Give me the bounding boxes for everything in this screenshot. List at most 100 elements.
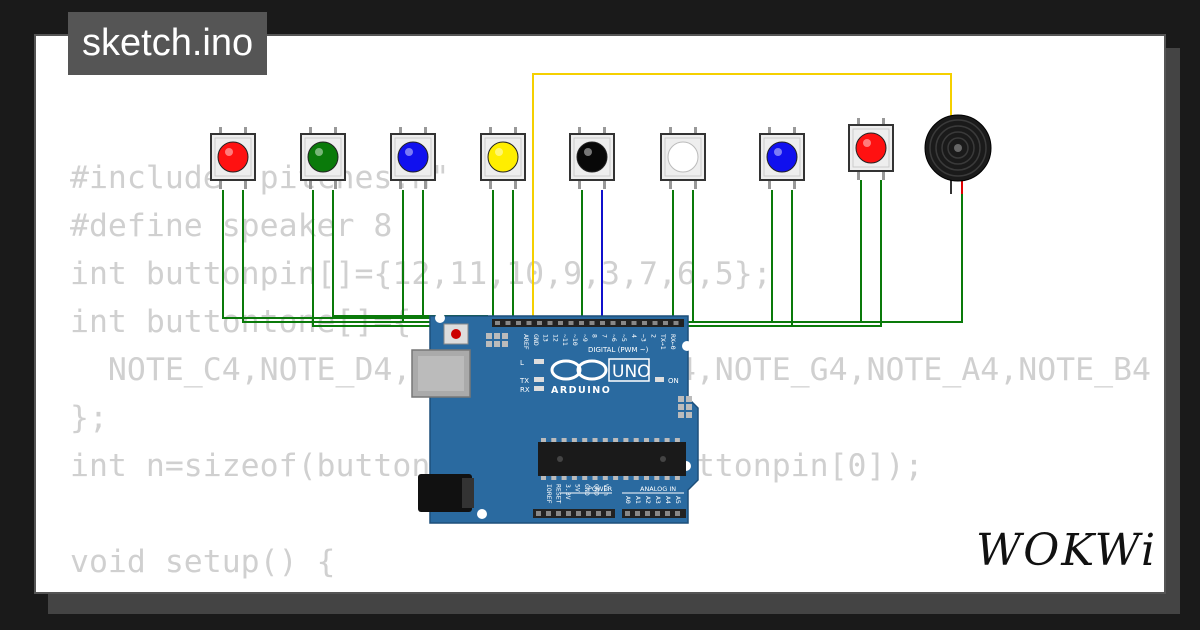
- button-leg: [514, 127, 517, 135]
- header-pin: [495, 321, 500, 325]
- analog-header: [622, 509, 686, 518]
- header-pin: [516, 321, 521, 325]
- pin-label: Vin: [602, 484, 610, 496]
- button-leg: [424, 179, 427, 189]
- pushbutton[interactable]: [660, 127, 706, 189]
- pin-label: 3.3V: [564, 484, 572, 500]
- mounting-hole: [435, 313, 445, 323]
- icsp-pin: [502, 341, 508, 347]
- button-leg: [334, 127, 337, 135]
- wire-green: [222, 190, 470, 319]
- chip-pin: [571, 476, 577, 480]
- wire-green: [581, 190, 668, 327]
- pin-label: ~5: [620, 334, 628, 342]
- button-cap: [487, 141, 519, 173]
- pin-label: 4: [630, 334, 638, 338]
- chip-pin: [644, 438, 649, 442]
- icsp-pin: [678, 396, 684, 402]
- chip-pin: [541, 438, 546, 442]
- pin-label: TX→1: [659, 334, 667, 350]
- header-pin: [558, 321, 563, 325]
- pin-label: A1: [634, 496, 642, 504]
- pin-label: 13: [542, 334, 550, 342]
- icsp-pin: [494, 333, 500, 339]
- icsp-pin: [686, 404, 692, 410]
- button-cap: [667, 141, 699, 173]
- button-highlight: [405, 148, 413, 156]
- button-leg: [399, 127, 402, 135]
- uno-frame: [608, 358, 650, 382]
- pin-label: ~11: [561, 334, 569, 346]
- header-pin: [505, 321, 511, 325]
- header-pin: [631, 321, 637, 325]
- mounting-hole: [477, 509, 487, 519]
- pushbutton[interactable]: [390, 127, 436, 189]
- pin-label: ~3: [640, 334, 648, 342]
- button-highlight: [495, 148, 503, 156]
- button-leg: [489, 179, 492, 189]
- chip-pin: [633, 476, 639, 480]
- chip-pin: [623, 476, 629, 480]
- button-frame: [304, 137, 342, 177]
- header-pin: [566, 511, 571, 516]
- icsp-pin: [502, 333, 508, 339]
- wire-green: [600, 190, 793, 327]
- pin-label: A5: [674, 496, 682, 504]
- chip-pin: [664, 476, 670, 480]
- pushbutton[interactable]: [759, 127, 805, 189]
- pushbutton[interactable]: [210, 127, 256, 189]
- chip-pin: [592, 476, 598, 480]
- code-line: int buttonpin[]={12,11,10,9,3,7,6,5};: [70, 256, 772, 292]
- button-leg: [514, 179, 517, 189]
- pin-label: 12: [551, 334, 559, 342]
- wire-green: [332, 190, 488, 317]
- button-leg: [309, 179, 312, 189]
- chip-pin: [592, 438, 598, 442]
- pin-label: GND: [532, 334, 540, 346]
- button-leg: [857, 118, 860, 126]
- chip-pin: [613, 476, 619, 480]
- arduino-brand: ARDUINO: [551, 385, 611, 396]
- button-leg: [857, 170, 860, 180]
- header-pin: [610, 321, 616, 325]
- piezo-buzzer[interactable]: [924, 114, 992, 194]
- header-pin: [642, 321, 647, 325]
- pushbutton[interactable]: [569, 127, 615, 189]
- wire-green: [690, 190, 773, 323]
- button-cap: [576, 141, 608, 173]
- pin-label: RESET: [555, 484, 563, 504]
- button-cap: [766, 141, 798, 173]
- chip-pin: [654, 476, 660, 480]
- header-pin: [675, 511, 680, 516]
- chip-pin: [613, 438, 619, 442]
- button-leg: [882, 170, 885, 180]
- wire-green: [312, 190, 508, 327]
- pushbutton[interactable]: [300, 127, 346, 189]
- button-leg: [669, 127, 672, 135]
- arduino-logo-right: [576, 359, 608, 381]
- button-leg: [793, 179, 796, 189]
- button-leg: [793, 127, 796, 135]
- button-highlight: [863, 139, 871, 147]
- analog-label: ANALOG IN: [640, 485, 676, 493]
- wire-green: [640, 190, 674, 319]
- button-leg: [603, 127, 606, 135]
- code-line: };: [70, 400, 108, 436]
- chip-pin: [623, 438, 629, 442]
- pin-label: GND: [593, 484, 601, 496]
- button-leg: [882, 118, 885, 126]
- led-label: RX: [520, 386, 530, 394]
- icsp-pin: [494, 341, 500, 347]
- button-leg: [768, 127, 771, 135]
- power-header: [533, 509, 615, 518]
- header-pin: [606, 511, 611, 516]
- chip-pin: [602, 438, 608, 442]
- button-leg: [603, 179, 606, 189]
- button-highlight: [225, 148, 233, 156]
- status-led: [534, 359, 544, 364]
- button-leg: [694, 127, 697, 135]
- pushbutton[interactable]: [848, 118, 894, 180]
- pushbutton[interactable]: [480, 127, 526, 189]
